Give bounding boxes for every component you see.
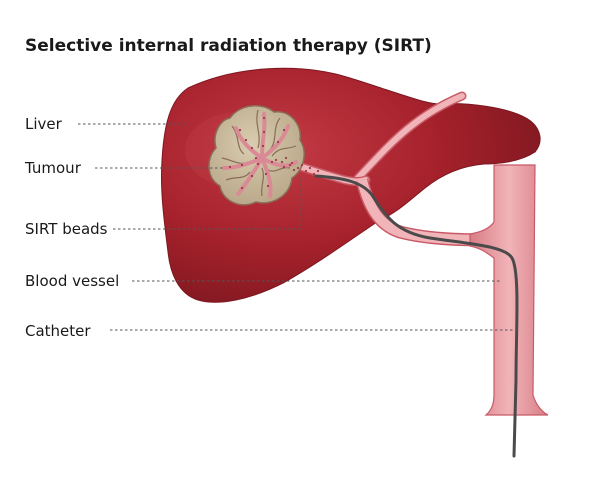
leader-lines <box>78 123 518 331</box>
label-blood-vessel: Blood vessel <box>25 272 119 290</box>
label-tumour: Tumour <box>24 159 82 177</box>
diagram-title: Selective internal radiation therapy (SI… <box>25 36 432 56</box>
leader-sirt-beads <box>113 176 301 230</box>
sirt-beads <box>228 116 320 190</box>
label-sirt-beads: SIRT beads <box>25 220 108 238</box>
blood-vessel-main <box>469 164 549 416</box>
vessel-main-shape <box>469 164 549 416</box>
label-catheter: Catheter <box>25 322 91 340</box>
tumour-illustration <box>208 105 320 206</box>
label-liver: Liver <box>25 115 63 133</box>
catheter-line <box>314 174 519 458</box>
